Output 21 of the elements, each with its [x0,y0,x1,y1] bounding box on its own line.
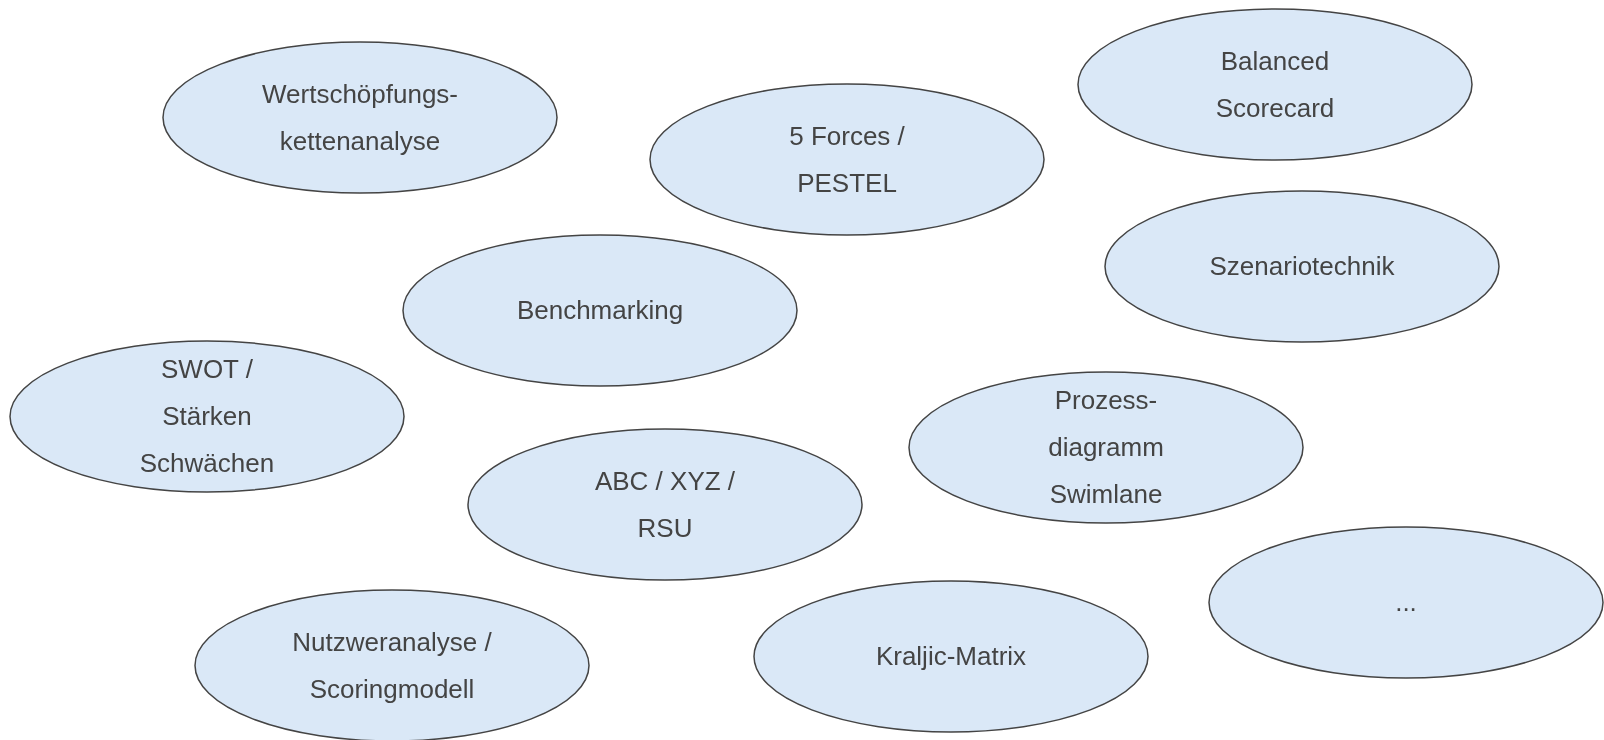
method-label: SWOT / Stärken Schwächen [138,353,276,480]
method-ellipse [650,84,1044,235]
method-label: Prozess- diagramm Swimlane [1047,384,1165,511]
method-label: ... [1394,586,1418,619]
method-label: Kraljic-Matrix [874,640,1028,673]
method-ellipse [163,42,557,193]
method-ellipse [909,372,1303,523]
method-ellipse [1105,191,1499,342]
method-label: Nutzweranalyse / Scoringmodell [291,625,493,706]
method-label: ABC / XYZ / RSU [593,464,737,545]
method-ellipse [1209,527,1603,678]
method-ellipse [754,581,1148,732]
method-label: 5 Forces / PESTEL [788,119,906,200]
method-ellipse [1078,9,1472,160]
method-label: Szenariotechnik [1208,250,1396,283]
method-ellipse [468,429,862,580]
method-label: Wertschöpfungs- kettenanalyse [260,77,460,158]
method-ellipse [10,341,404,492]
method-label: Balanced Scorecard [1214,44,1336,125]
method-label: Benchmarking [515,294,685,327]
method-ellipse [403,235,797,386]
